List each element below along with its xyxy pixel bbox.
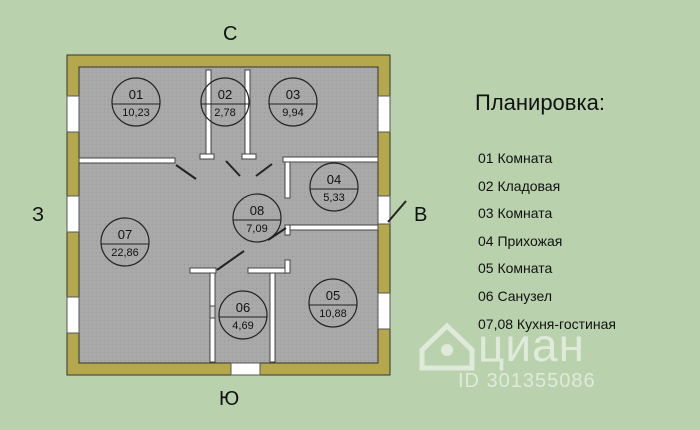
- house-pin-icon: [419, 322, 475, 371]
- room-label-02: 022,78: [200, 77, 250, 127]
- room-area: 2,78: [214, 107, 235, 119]
- room-label-04: 045,33: [309, 162, 359, 212]
- room-circle: [232, 193, 282, 243]
- room-number: 02: [218, 87, 232, 102]
- room-label-06: 064,69: [218, 290, 268, 340]
- room-area: 10,88: [319, 308, 347, 320]
- room-label-07: 07 22,86: [100, 217, 150, 267]
- room-number: 08: [250, 203, 264, 218]
- room-area: 22,86: [111, 247, 139, 259]
- room-circle: [100, 217, 150, 267]
- legend-title: Планировка:: [475, 90, 605, 115]
- room-area: 5,33: [323, 192, 344, 204]
- legend-item: 02 Кладовая: [478, 177, 561, 194]
- compass-north: С: [223, 23, 238, 45]
- room-circle: [111, 77, 161, 127]
- interior-walls: [78, 69, 379, 363]
- legend-item: 03 Комната: [478, 205, 553, 222]
- room-number: 06: [236, 300, 250, 315]
- room-circle: [218, 290, 268, 340]
- windows: [66, 95, 391, 376]
- room-number: 05: [326, 288, 340, 303]
- room-circle: [309, 162, 359, 212]
- legend-list: 01 Комната 02 Кладовая 03 Комната 04 При…: [478, 150, 616, 343]
- compass-south: Ю: [219, 388, 240, 410]
- watermark-id: ID 301355086: [458, 370, 596, 392]
- legend-item: 05 Комната: [478, 260, 553, 277]
- room-number: 07: [118, 227, 132, 242]
- room-circle: [268, 77, 318, 127]
- room-label-05: 05 10,88: [308, 278, 358, 328]
- legend-item: 06 Санузел: [478, 287, 552, 304]
- room-circle: [308, 278, 358, 328]
- room-area: 7,09: [246, 223, 267, 235]
- entrance-door-leaf: [387, 200, 407, 223]
- room-circle: [200, 77, 250, 127]
- watermark: циан ID 301355086: [418, 318, 640, 398]
- room-number: 03: [286, 87, 300, 102]
- legend-item: 04 Прихожая: [478, 232, 563, 249]
- compass-east: В: [414, 204, 428, 226]
- room-label-08: 087,09: [232, 193, 282, 243]
- legend-item: 07,08 Кухня-гостиная: [478, 315, 616, 332]
- room-label-01: 01 10,23: [111, 77, 161, 127]
- room-area: 10,23: [122, 107, 150, 119]
- room-label-03: 039,94: [268, 77, 318, 127]
- legend-item: 01 Комната: [478, 150, 553, 166]
- room-area: 9,94: [282, 107, 303, 119]
- entrance-door: [377, 195, 391, 225]
- compass-west: З: [32, 204, 45, 226]
- room-number: 04: [327, 172, 341, 187]
- room-number: 01: [129, 87, 143, 102]
- watermark-logo: циан: [478, 319, 586, 371]
- room-area: 4,69: [232, 320, 253, 332]
- floor-area: [78, 66, 379, 364]
